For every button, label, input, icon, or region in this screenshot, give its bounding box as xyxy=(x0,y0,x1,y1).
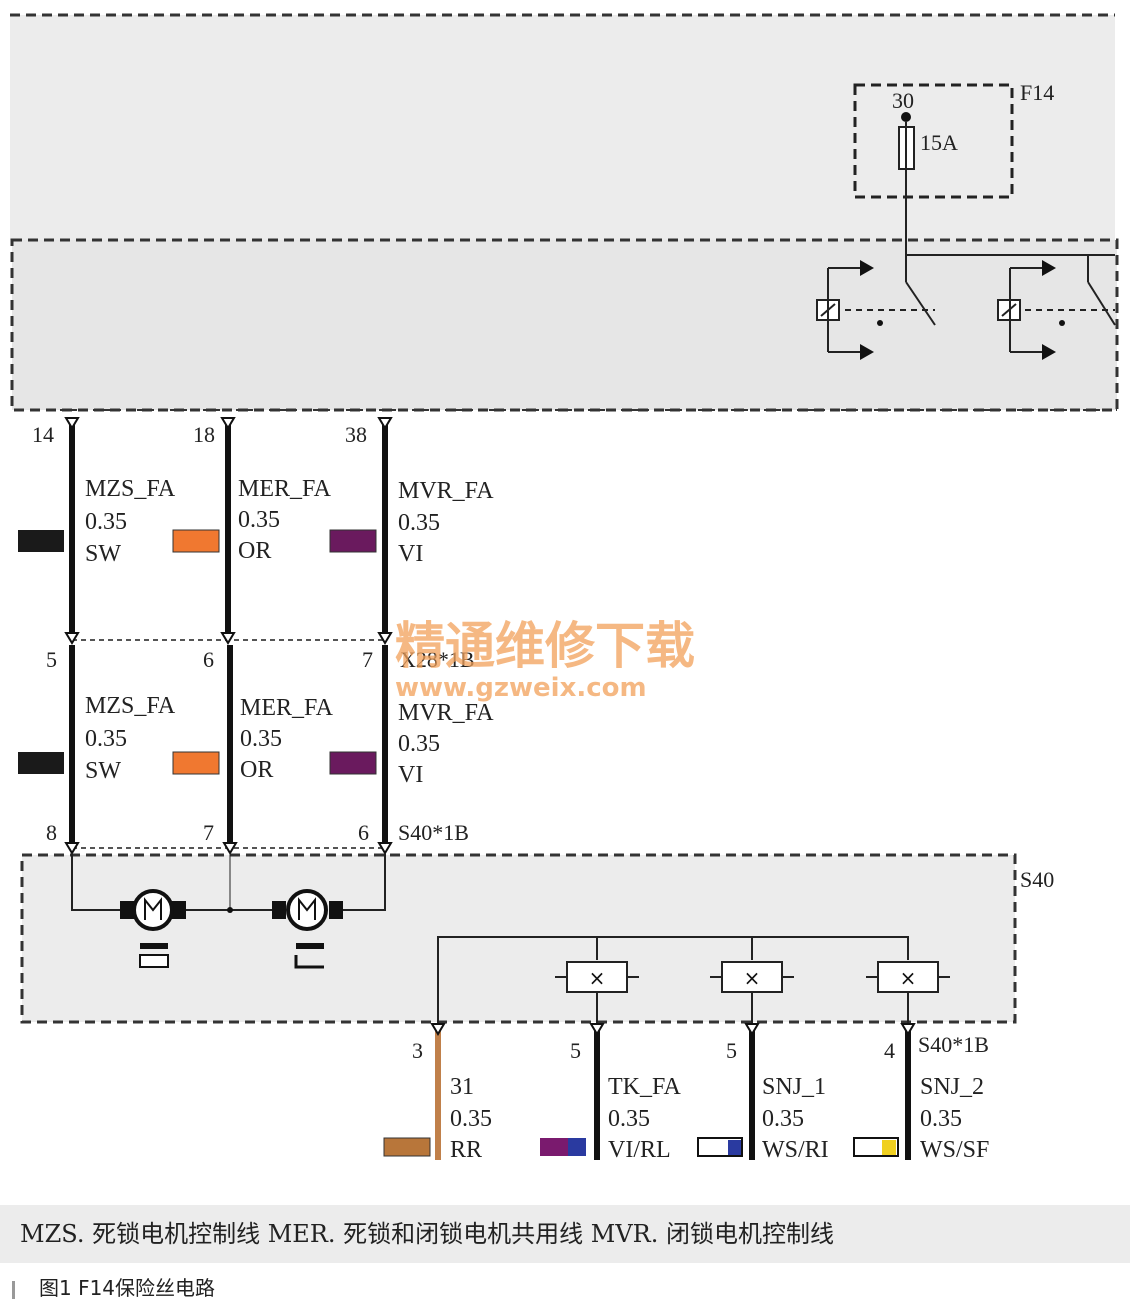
watermark-url: www.gzweix.com xyxy=(395,673,647,703)
svg-text:SNJ_2: SNJ_2 xyxy=(920,1074,984,1100)
s40-wire-3: SNJ_2 0.35 WS/SF xyxy=(853,1074,989,1163)
svg-text:TK_FA: TK_FA xyxy=(608,1074,682,1100)
svg-text:SW: SW xyxy=(85,541,121,567)
pin-38: 38 xyxy=(345,422,367,447)
svg-text:SNJ_1: SNJ_1 xyxy=(762,1074,826,1100)
upper-wire-0: MZS_FA 0.35 SW xyxy=(18,476,176,567)
connector-s40-lower: S40*1B xyxy=(918,1032,989,1057)
svg-text:MER_FA: MER_FA xyxy=(238,476,332,502)
svg-text:WS/SF: WS/SF xyxy=(920,1137,989,1163)
caption-text: 图1 F14保险丝电路 xyxy=(39,1276,216,1300)
s40-wire-2: SNJ_1 0.35 WS/RI xyxy=(697,1074,829,1163)
svg-text:MVR_FA: MVR_FA xyxy=(398,700,494,726)
svg-text:0.35: 0.35 xyxy=(398,731,440,757)
svg-text:VI: VI xyxy=(398,541,423,567)
s40-pin-3: 3 xyxy=(412,1038,423,1063)
watermark-title: 精通维修下载 xyxy=(395,617,695,675)
wire-bundle xyxy=(69,420,388,845)
svg-text:MZS_FA: MZS_FA xyxy=(85,476,176,502)
s40-wire-0: 31 0.35 RR xyxy=(383,1074,492,1163)
pin-7-bottom: 7 xyxy=(203,820,214,845)
svg-text:0.35: 0.35 xyxy=(450,1106,492,1132)
svg-text:VI: VI xyxy=(398,762,423,788)
svg-text:VI/RL: VI/RL xyxy=(608,1137,671,1163)
lower-wire-1: MER_FA 0.35 OR xyxy=(172,695,334,783)
lower-wire-2: MVR_FA 0.35 VI xyxy=(329,700,494,788)
switch-icon: × xyxy=(866,961,950,993)
motor-circuit xyxy=(71,853,386,913)
svg-text:0.35: 0.35 xyxy=(398,510,440,536)
svg-text:SW: SW xyxy=(85,758,121,784)
svg-text:0.35: 0.35 xyxy=(920,1106,962,1132)
s40-module-box xyxy=(20,853,1017,1024)
caption-marker xyxy=(12,1280,15,1299)
svg-text:0.35: 0.35 xyxy=(240,726,282,752)
fuse-name: F14 xyxy=(1020,80,1054,105)
switch-circuit xyxy=(437,936,909,1028)
fuse-pin: 30 xyxy=(892,88,914,113)
svg-text:31: 31 xyxy=(450,1074,474,1100)
svg-text:MER_FA: MER_FA xyxy=(240,695,334,721)
svg-text:0.35: 0.35 xyxy=(85,726,127,752)
switch-icon: × xyxy=(555,961,639,993)
motor-icon xyxy=(120,889,186,968)
svg-text:RR: RR xyxy=(450,1137,482,1163)
fuse-f14: F14 30 15A xyxy=(853,80,1054,199)
pin-5: 5 xyxy=(46,647,57,672)
pin-18: 18 xyxy=(193,422,215,447)
svg-text:0.35: 0.35 xyxy=(608,1106,650,1132)
s40-wire-1: TK_FA 0.35 VI/RL xyxy=(540,1074,682,1163)
svg-text:×: × xyxy=(744,966,761,990)
connector-s40-upper: S40*1B xyxy=(398,820,469,845)
svg-text:0.35: 0.35 xyxy=(85,509,127,535)
svg-text:0.35: 0.35 xyxy=(762,1106,804,1132)
figure-caption: 图1 F14保险丝电路 xyxy=(0,1268,1130,1308)
svg-text:0.35: 0.35 xyxy=(238,507,280,533)
svg-text:OR: OR xyxy=(238,538,271,564)
wiring-diagram: F14 30 15A xyxy=(10,13,1119,1163)
pin-7: 7 xyxy=(362,647,373,672)
s40-pin-4: 4 xyxy=(884,1038,895,1063)
pin-6: 6 xyxy=(203,647,214,672)
relay-circuit xyxy=(816,175,1116,353)
relay-arrows xyxy=(860,260,1065,360)
lower-wire-0: MZS_FA 0.35 SW xyxy=(18,693,176,784)
motor-icon xyxy=(272,889,343,969)
svg-text:MVR_FA: MVR_FA xyxy=(398,478,494,504)
pin-14: 14 xyxy=(32,422,54,447)
s40-pin-5a: 5 xyxy=(570,1038,581,1063)
upper-wire-2: MVR_FA 0.35 VI xyxy=(329,478,494,567)
top-region xyxy=(10,15,1115,240)
fuse-rating: 15A xyxy=(920,130,958,155)
svg-text:×: × xyxy=(900,966,917,990)
svg-text:×: × xyxy=(589,966,606,990)
upper-wire-1: MER_FA 0.35 OR xyxy=(172,476,332,564)
legend: MZS. 死锁电机控制线 MER. 死锁和闭锁电机共用线 MVR. 闭锁电机控制… xyxy=(0,1205,1130,1263)
switch-icon: × xyxy=(710,961,794,993)
pin-6-bottom: 6 xyxy=(358,820,369,845)
svg-text:MZS_FA: MZS_FA xyxy=(85,693,176,719)
svg-text:OR: OR xyxy=(240,757,273,783)
s40-module-label: S40 xyxy=(1020,867,1054,892)
connector-x28: X28*1B xyxy=(400,647,475,672)
svg-text:WS/RI: WS/RI xyxy=(762,1137,829,1163)
s40-pin-5b: 5 xyxy=(726,1038,737,1063)
control-unit-box xyxy=(10,238,1119,412)
pin-8: 8 xyxy=(46,820,57,845)
